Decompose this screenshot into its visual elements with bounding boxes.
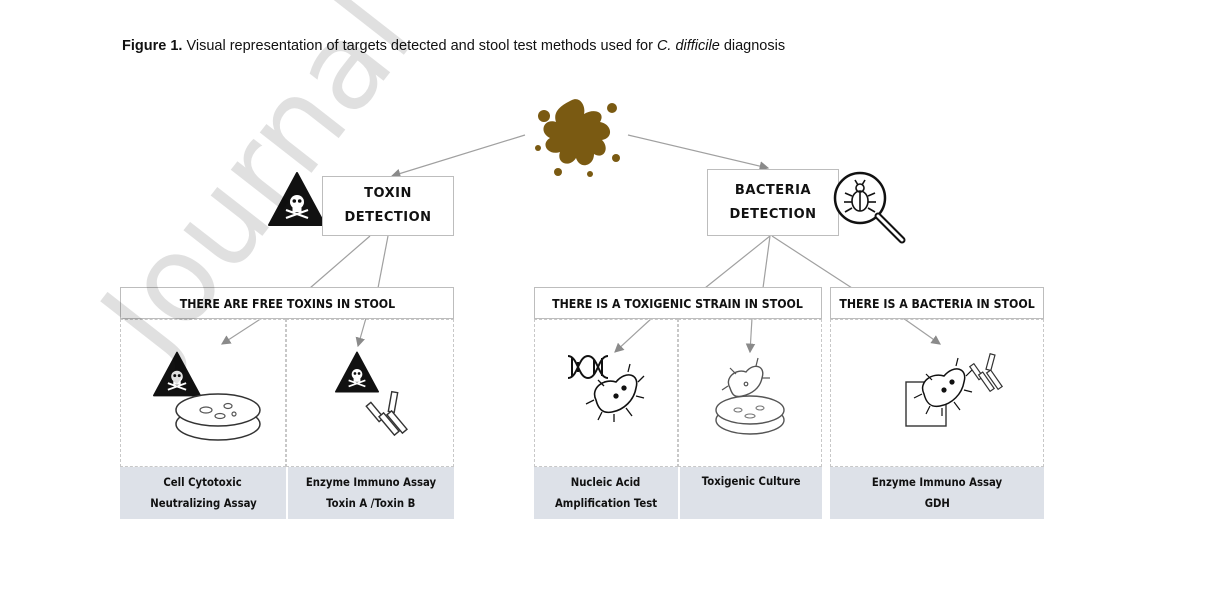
method-line1: Cell Cytotoxic	[163, 475, 243, 489]
caption-text-before: Visual representation of targets detecte…	[186, 38, 653, 54]
method-line1: Enzyme Immuno Assay	[305, 475, 437, 489]
panel-eia-toxin	[286, 319, 454, 467]
arrow-to-eia-gdh	[902, 317, 941, 345]
method-naat: Nucleic Acid Amplification Test	[534, 467, 678, 519]
header-free-toxins-text: THERE ARE FREE TOXINS IN STOOL	[179, 295, 395, 311]
line-toxin-to-header-2	[377, 235, 389, 289]
arrow-to-eia-toxin	[355, 317, 367, 348]
method-line1: Enzyme Immuno Assay	[871, 475, 1003, 489]
dna-icon	[567, 354, 609, 380]
bacterium-icon	[721, 357, 770, 398]
arrow-to-toxigenic-culture	[745, 317, 756, 354]
panel-eia-gdh	[830, 319, 1044, 467]
bacteria-detection-line2: DETECTION	[729, 206, 817, 222]
header-toxigenic-strain: THERE IS A TOXIGENIC STRAIN IN STOOL	[534, 287, 822, 319]
line-bacteria-to-strain-2	[762, 235, 771, 289]
bacterium-icon	[905, 353, 1004, 427]
method-line1: Toxigenic Culture	[701, 474, 801, 488]
bacterium-icon	[585, 363, 645, 422]
bacteria-detection-box: BACTERIA DETECTION	[707, 169, 839, 236]
arrow-to-cell-cytotoxic	[220, 317, 263, 345]
panel-toxigenic-culture	[678, 319, 822, 467]
panel-naat	[534, 319, 678, 467]
figure-label: Figure 1.	[122, 38, 183, 54]
petri-dish-icon	[715, 395, 785, 435]
line-toxin-to-header	[309, 235, 371, 289]
toxin-detection-line1: TOXIN	[364, 186, 412, 201]
caption-organism: C. difficile	[656, 38, 720, 54]
line-bacteria-to-strain	[704, 235, 771, 289]
header-free-toxins: THERE ARE FREE TOXINS IN STOOL	[120, 287, 454, 319]
method-eia-gdh: Enzyme Immuno Assay GDH	[830, 467, 1044, 519]
method-line2: Neutralizing Assay	[149, 496, 257, 510]
method-line2: Toxin A /Toxin B	[326, 496, 416, 510]
header-toxigenic-strain-text: THERE IS A TOXIGENIC STRAIN IN STOOL	[552, 295, 804, 311]
bug-magnifier-icon	[833, 171, 906, 244]
panel-cell-cytotoxic	[120, 319, 286, 467]
figure-caption: Figure 1. Visual representation of targe…	[122, 38, 785, 54]
antibody-icon	[365, 390, 408, 437]
caption-text-after: diagnosis	[723, 38, 786, 54]
header-bacteria-in-stool: THERE IS A BACTERIA IN STOOL	[830, 287, 1044, 319]
line-bacteria-to-bacteria	[771, 235, 853, 289]
petri-dish-icon	[175, 393, 261, 441]
skull-warning-icon	[153, 351, 201, 397]
skull-warning-icon	[335, 351, 379, 393]
arrow-stool-to-toxin	[390, 134, 526, 179]
skull-warning-icon	[268, 172, 326, 226]
stool-splat-icon	[535, 99, 620, 177]
method-line2: GDH	[924, 496, 950, 510]
toxin-detection-line2: DETECTION	[344, 210, 432, 225]
method-toxigenic-culture: Toxigenic Culture	[680, 467, 822, 519]
arrow-stool-to-bacteria	[627, 134, 770, 171]
method-line2: Amplification Test	[554, 496, 658, 510]
method-eia-toxin: Enzyme Immuno Assay Toxin A /Toxin B	[288, 467, 454, 519]
toxin-detection-box: TOXIN DETECTION	[322, 176, 454, 236]
method-line1: Nucleic Acid	[571, 475, 641, 489]
bacteria-detection-line1: BACTERIA	[734, 182, 812, 198]
header-bacteria-in-stool-text: THERE IS A BACTERIA IN STOOL	[839, 295, 1035, 311]
arrow-to-naat	[614, 317, 653, 353]
method-cell-cytotoxic: Cell Cytotoxic Neutralizing Assay	[120, 467, 286, 519]
